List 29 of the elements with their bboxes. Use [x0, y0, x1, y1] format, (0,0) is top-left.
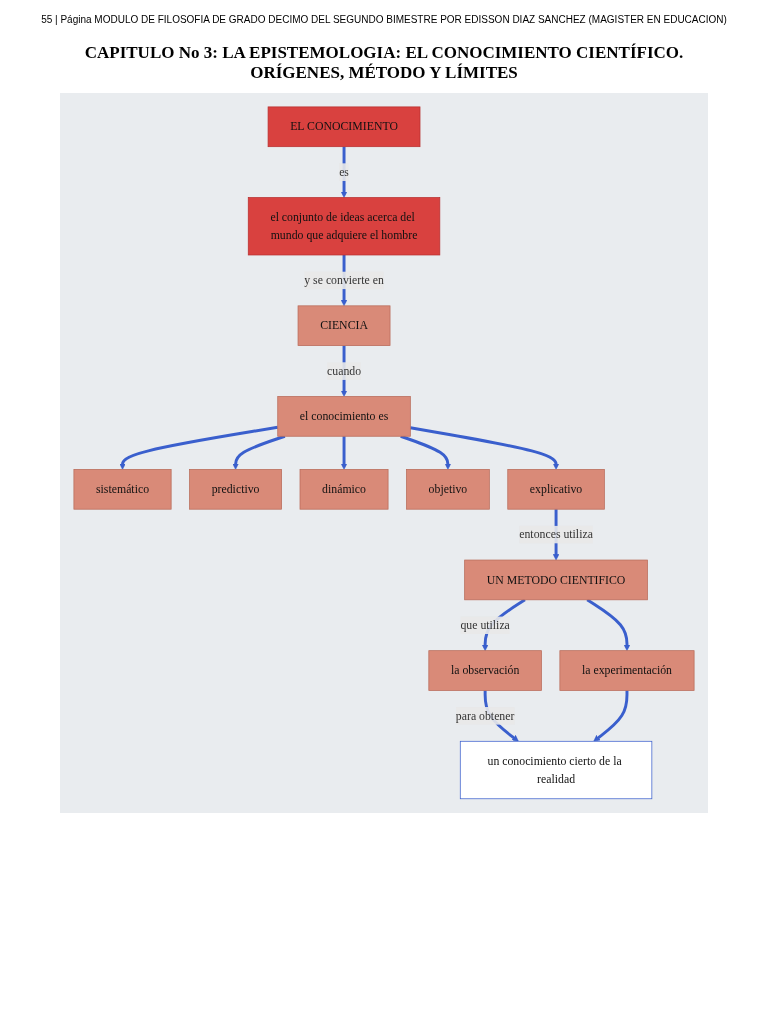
node-box: EL CONOCIMIENTO	[267, 106, 421, 148]
arrow	[410, 426, 560, 470]
node-box: explicativo	[507, 469, 605, 510]
node-box: la experimentación	[559, 650, 695, 691]
arrow	[340, 436, 348, 470]
arrow	[400, 434, 452, 470]
edge-label: es	[339, 165, 349, 178]
edge-label: cuando	[327, 364, 362, 377]
arrow	[340, 146, 348, 198]
chapter-title: CAPITULO No 3: LA EPISTEMOLOGIA: EL CONOCIMIENTO CIENTÍFICO. ORÍGENES, MÉTODO Y LÍMITES	[83, 43, 685, 83]
arrow	[586, 598, 631, 651]
arrow	[593, 690, 629, 742]
edge-label: que utiliza	[460, 618, 510, 632]
node-box: CIENCIA	[297, 305, 391, 346]
node-box: dinámico	[299, 469, 389, 510]
node-box: la observación	[428, 650, 542, 691]
node-box: el conocimiento es	[277, 396, 411, 437]
edge-label: y se convierte en	[304, 273, 384, 287]
arrow	[119, 425, 278, 470]
node-box: el conjunto de ideas acerca del mundo que adquiere el hombre	[247, 197, 441, 256]
edge-label: para obtener	[455, 709, 515, 722]
node-box: un conocimiento cierto de la realidad	[459, 740, 653, 800]
node-box: objetivo	[406, 469, 490, 510]
node-box: UN METODO CIENTIFICO	[464, 559, 648, 601]
arrow	[232, 434, 286, 470]
page-header: 55 | Página MODULO DE FILOSOFIA DE GRADO DECIMO DEL SEGUNDO BIMESTRE POR EDISSON DIAZ SANCHEZ (MAGISTER EN EDUCACION)	[40, 14, 728, 25]
node-box: predictivo	[189, 469, 282, 510]
edge-label: entonces utiliza	[519, 527, 593, 541]
node-box: sistemático	[73, 469, 172, 510]
